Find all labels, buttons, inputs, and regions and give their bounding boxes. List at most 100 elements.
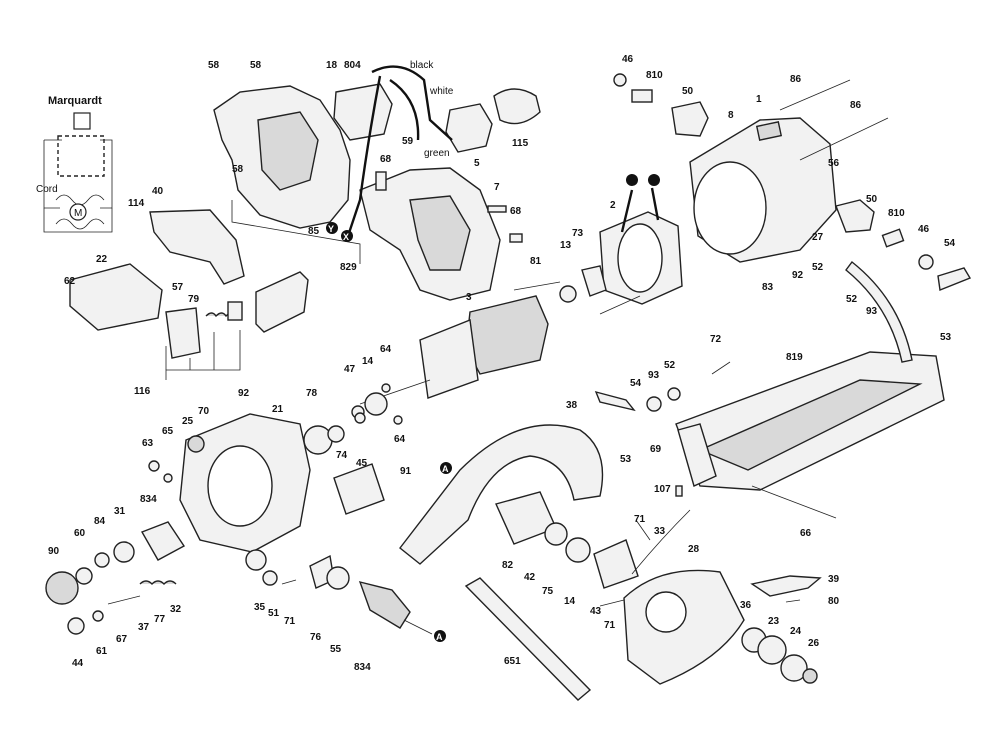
wire-white-label: white	[429, 86, 454, 97]
part-callout-93: 93	[648, 370, 660, 381]
part-callout-116: 116	[134, 386, 151, 397]
part-callout-90: 90	[48, 546, 60, 557]
part-callout-52: 52	[664, 360, 676, 371]
part-callout-44: 44	[72, 658, 84, 669]
part-callout-51: 51	[268, 608, 280, 619]
part-callout-21: 21	[272, 404, 284, 415]
part-callout-69: 69	[650, 444, 662, 455]
part-callout-61: 61	[96, 646, 108, 657]
handle-housing-group: X Y black white green	[213, 60, 541, 301]
wire-green-label: green	[424, 148, 450, 159]
part-callout-27: 27	[812, 232, 824, 243]
field-armature-group	[351, 174, 683, 425]
part-callout-58: 58	[232, 164, 244, 175]
part-callout-14: 14	[564, 596, 576, 607]
blade-guard-group: A	[399, 424, 651, 607]
base-plate-group	[594, 261, 945, 519]
part-callout-58: 58	[208, 60, 220, 71]
gear-housing-group: A	[45, 412, 446, 642]
part-callout-2: 2	[610, 200, 616, 211]
part-callout-54: 54	[630, 378, 642, 389]
part-callout-75: 75	[542, 586, 554, 597]
part-callout-18: 18	[326, 60, 338, 71]
part-callout-52: 52	[812, 262, 824, 273]
part-callout-80: 80	[828, 596, 840, 607]
part-callout-31: 31	[114, 506, 126, 517]
switch-cover-group	[69, 209, 309, 380]
part-callout-47: 47	[344, 364, 356, 375]
part-callout-66: 66	[800, 528, 812, 539]
part-callout-37: 37	[138, 622, 150, 633]
part-callout-62: 62	[64, 276, 76, 287]
switch-schematic: Marquardt Cord M	[36, 95, 113, 233]
wire-black-label: black	[410, 60, 434, 71]
part-callout-40: 40	[152, 186, 164, 197]
part-callout-81: 81	[530, 256, 542, 267]
part-callout-115: 115	[512, 138, 529, 149]
part-callout-8: 8	[728, 110, 734, 121]
schematic-title: Marquardt	[48, 95, 102, 107]
part-callout-53: 53	[940, 332, 952, 343]
part-callout-810: 810	[646, 70, 663, 81]
part-callout-78: 78	[306, 388, 318, 399]
part-callout-55: 55	[330, 644, 342, 655]
part-callout-25: 25	[182, 416, 194, 427]
part-callout-67: 67	[116, 634, 128, 645]
part-callout-77: 77	[154, 614, 166, 625]
part-callout-1: 1	[756, 94, 762, 105]
part-callout-7: 7	[494, 182, 500, 193]
part-callout-834: 834	[140, 494, 157, 505]
part-callout-834: 834	[354, 662, 371, 673]
part-callout-46: 46	[622, 54, 634, 65]
part-callout-36: 36	[740, 600, 752, 611]
part-callout-819: 819	[786, 352, 803, 363]
motor-label: M	[74, 208, 82, 219]
part-callout-82: 82	[502, 560, 514, 571]
a-marker-label-bottom: A	[436, 632, 443, 642]
part-callout-810: 810	[888, 208, 905, 219]
part-callout-92: 92	[238, 388, 250, 399]
part-callout-64: 64	[394, 434, 406, 445]
part-callout-93: 93	[866, 306, 878, 317]
part-callout-84: 84	[94, 516, 106, 527]
part-callout-71: 71	[634, 514, 646, 525]
part-callout-35: 35	[254, 602, 266, 613]
part-callout-54: 54	[944, 238, 956, 249]
part-callout-39: 39	[828, 574, 840, 585]
part-callout-57: 57	[172, 282, 184, 293]
part-callout-50: 50	[866, 194, 878, 205]
part-callout-804: 804	[344, 60, 361, 71]
part-callout-5: 5	[474, 158, 480, 169]
part-callout-43: 43	[590, 606, 602, 617]
part-callout-829: 829	[340, 262, 357, 273]
part-callout-33: 33	[654, 526, 666, 537]
part-callout-53: 53	[620, 454, 632, 465]
motor-housing-group	[613, 73, 972, 291]
part-callout-3: 3	[466, 292, 472, 303]
part-callout-651: 651	[504, 656, 521, 667]
a-marker-icon-bottom	[434, 630, 446, 642]
part-callout-38: 38	[566, 400, 578, 411]
part-callout-45: 45	[356, 458, 368, 469]
part-callout-59: 59	[402, 136, 414, 147]
part-callout-83: 83	[762, 282, 774, 293]
part-callout-46: 46	[918, 224, 930, 235]
part-callout-71: 71	[604, 620, 616, 631]
part-callout-22: 22	[96, 254, 108, 265]
part-callout-42: 42	[524, 572, 536, 583]
part-callout-14: 14	[362, 356, 374, 367]
part-callout-56: 56	[828, 158, 840, 169]
part-callout-65: 65	[162, 426, 174, 437]
part-callout-74: 74	[336, 450, 348, 461]
x-marker-icon	[341, 230, 353, 242]
cord-label: Cord	[36, 184, 58, 195]
part-callout-23: 23	[768, 616, 780, 627]
lower-guard-group	[464, 509, 822, 701]
part-callout-85: 85	[308, 226, 320, 237]
a-marker-label-top: A	[442, 464, 449, 474]
part-callout-13: 13	[560, 240, 572, 251]
part-callout-86: 86	[790, 74, 802, 85]
